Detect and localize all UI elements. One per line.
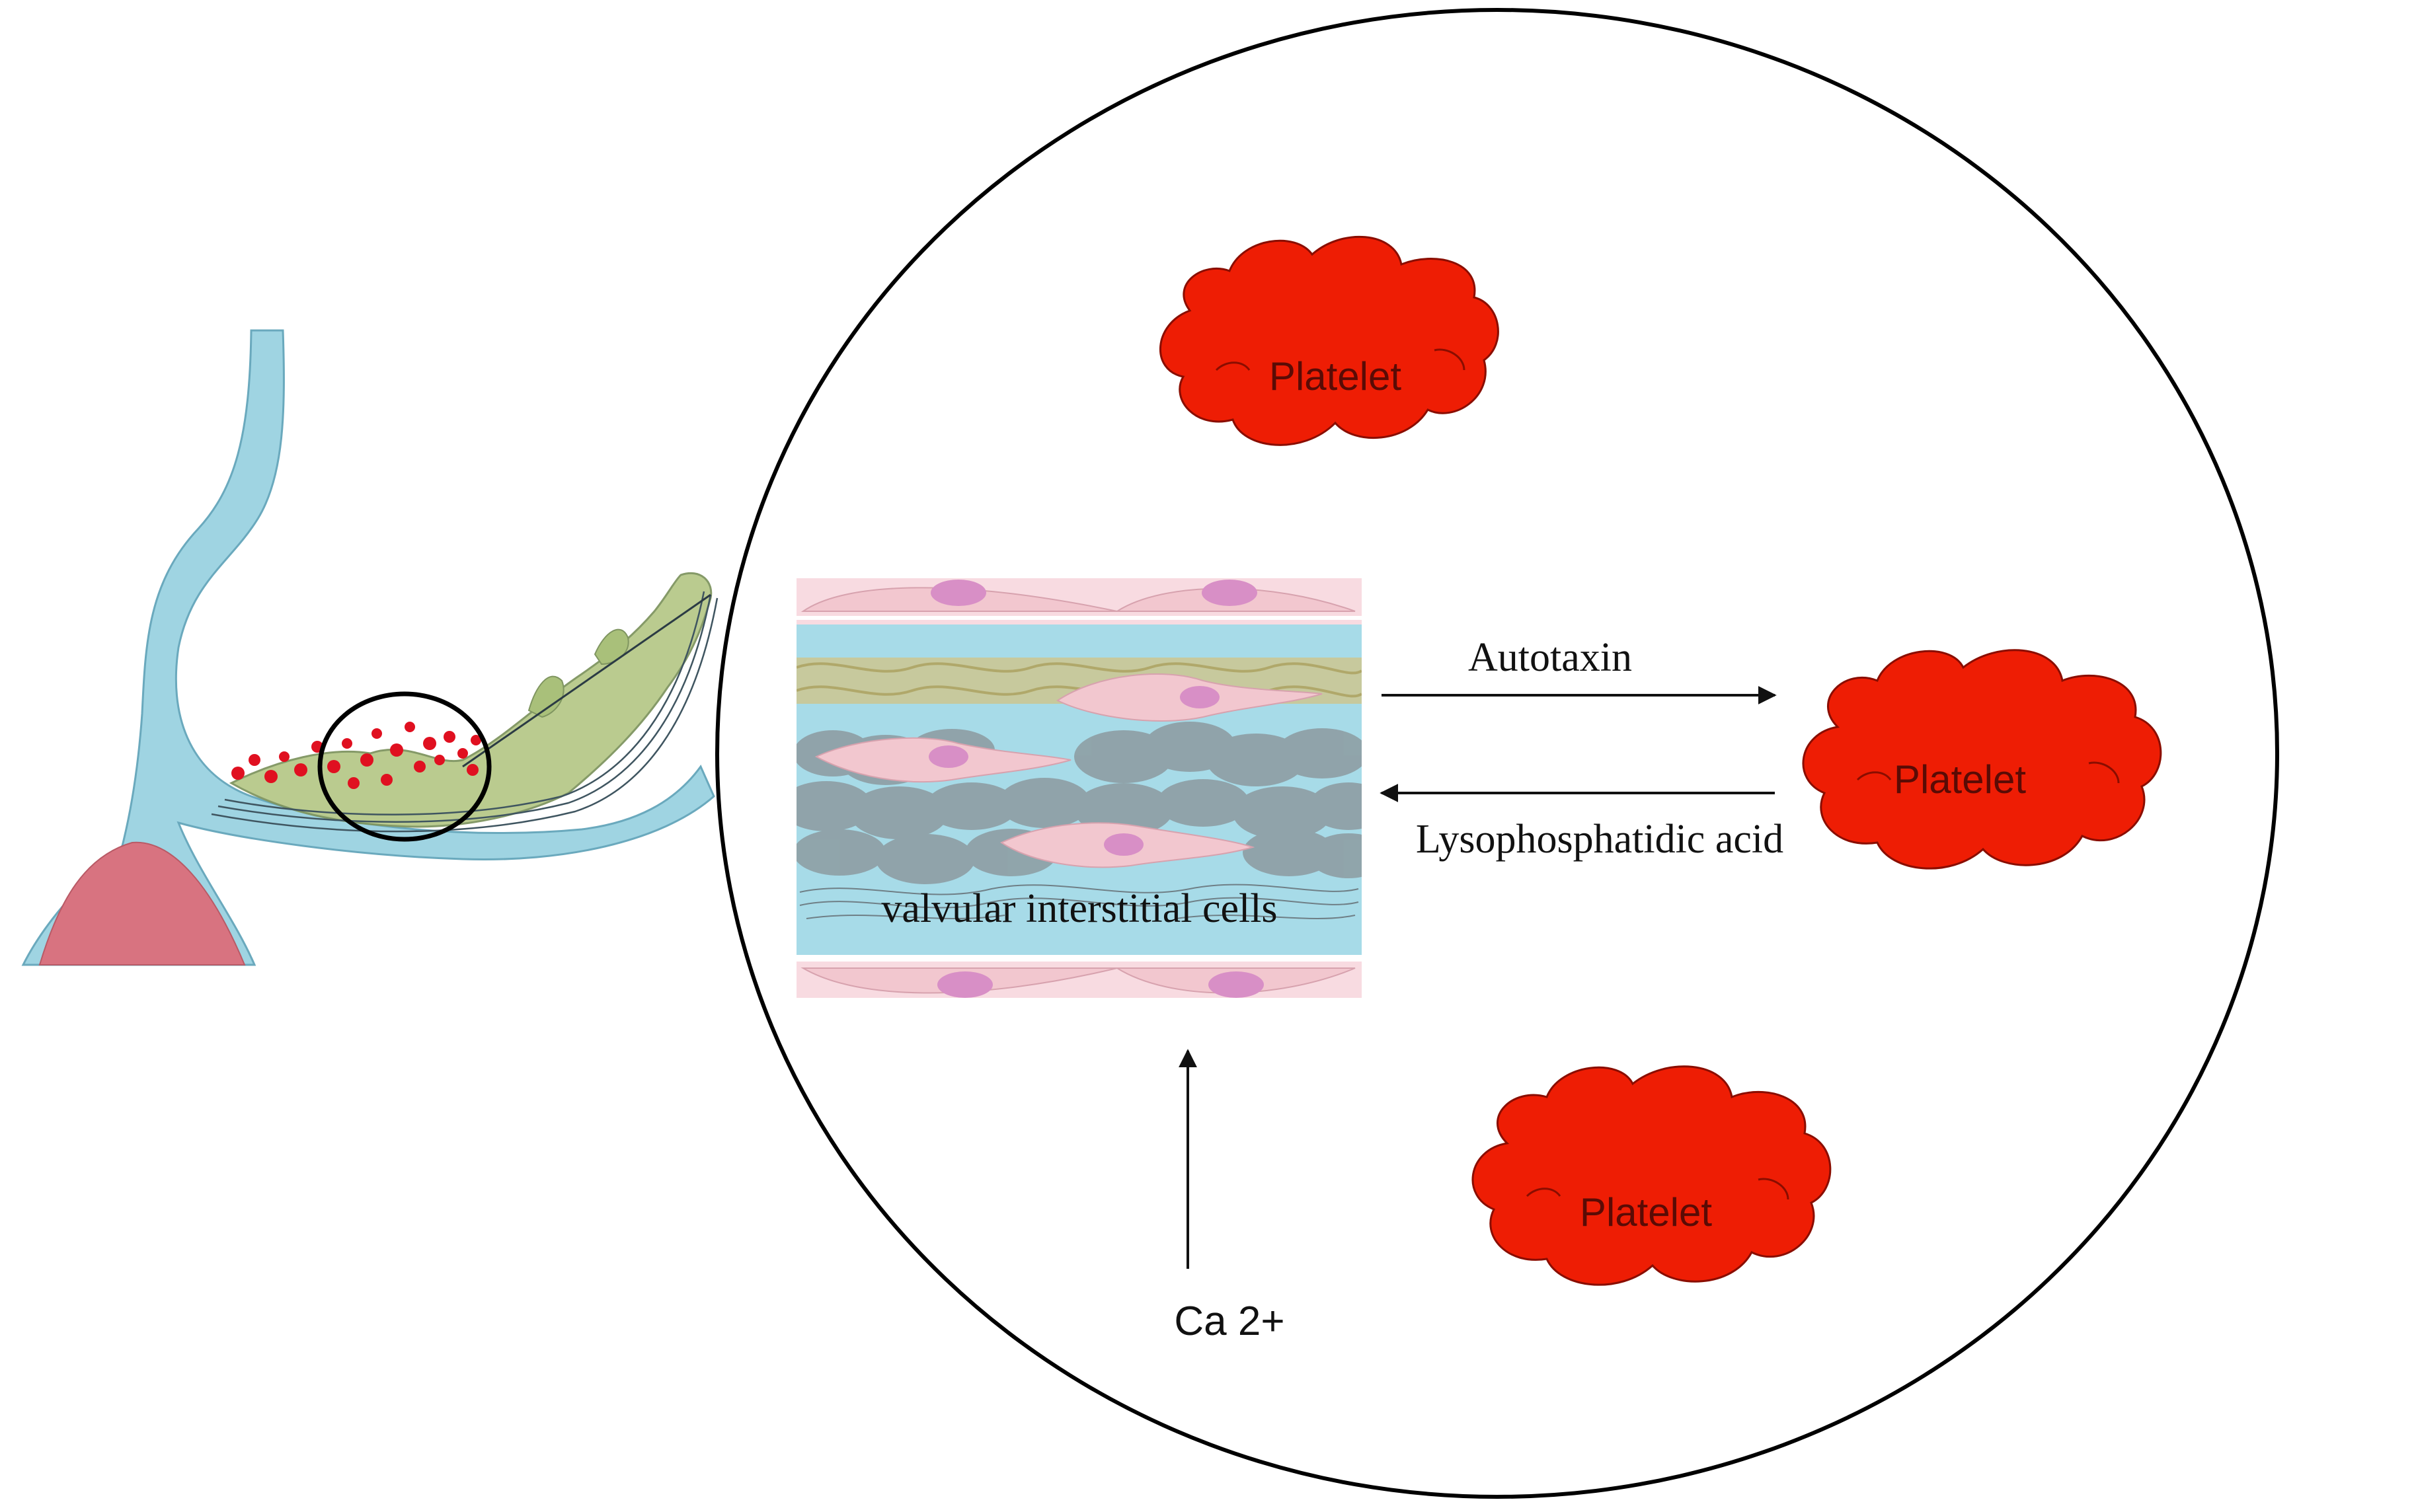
interstitial-cell xyxy=(1056,673,1323,722)
platelet-top: Platelet xyxy=(1159,235,1499,446)
interstitial-cell xyxy=(999,822,1255,868)
leaflet-diagonal xyxy=(462,593,711,768)
valve-leaflet xyxy=(229,572,713,828)
myocardium-shape xyxy=(38,841,246,965)
bottom-endothelial-cells xyxy=(800,967,1356,998)
leaflet-bumps xyxy=(527,628,629,718)
platelet-label: Platelet xyxy=(1894,757,2026,802)
nucleus xyxy=(1202,580,1257,606)
top-endothelial-cells xyxy=(800,580,1356,612)
aortic-wall-shape xyxy=(21,329,715,966)
lpa-label: Lysophosphatidic acid xyxy=(1416,817,1783,862)
magnified-view-circle xyxy=(715,8,2279,1499)
leaflet-lines xyxy=(211,591,719,833)
nucleus xyxy=(1208,971,1264,998)
platelet-label: Platelet xyxy=(1269,354,1401,398)
valve-illustration xyxy=(21,329,719,966)
calcium-label: Ca 2+ xyxy=(1174,1299,1284,1344)
nucleus xyxy=(937,971,993,998)
tissue-label: valvular interstitial cells xyxy=(881,886,1277,931)
nucleus xyxy=(931,580,986,606)
valve-tissue-block xyxy=(797,578,1362,998)
platelet-label: Platelet xyxy=(1580,1190,1712,1234)
platelet-right: Platelet xyxy=(1802,649,2162,870)
interstitial-cells xyxy=(814,673,1323,868)
platelet-bottom: Platelet xyxy=(1471,1065,1832,1286)
interstitial-cell xyxy=(814,737,1072,783)
fine-fibers xyxy=(799,884,1359,919)
magnification-circle xyxy=(317,691,492,842)
calcification-dots xyxy=(231,722,481,789)
autotaxin-label: Autotaxin xyxy=(1468,635,1632,680)
